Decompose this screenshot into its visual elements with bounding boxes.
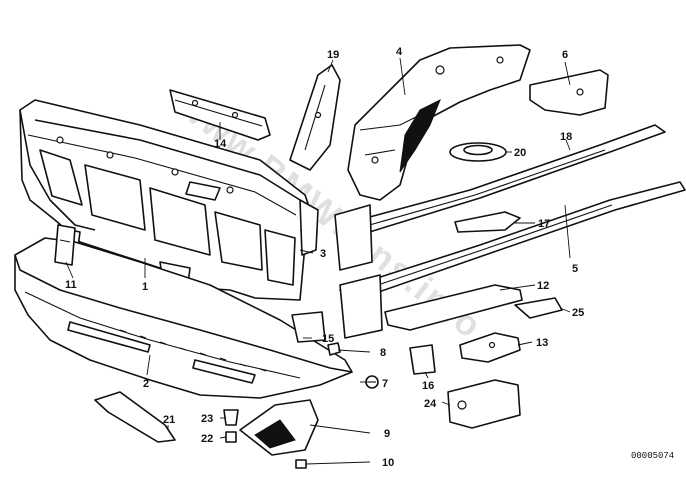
- part-clip-16: [409, 344, 436, 375]
- part-bracket-6: [529, 69, 609, 116]
- part-side-carrier: [299, 199, 319, 256]
- part-nut-8: [327, 342, 341, 356]
- callout-19: 19: [327, 49, 339, 61]
- callout-7: 7: [382, 378, 388, 390]
- callout-1: 1: [142, 281, 148, 293]
- part-support-12: [384, 284, 523, 331]
- callout-5: 5: [572, 263, 578, 275]
- part-gusset-17: [454, 211, 521, 233]
- callout-11: 11: [65, 279, 77, 291]
- callout-16: 16: [422, 380, 434, 392]
- part-strut-19: [289, 64, 341, 171]
- callout-labels: 1 2 3 4 5 6 7 8 9 10 11 12 13 14 15 16 1…: [65, 46, 584, 469]
- callout-25: 25: [572, 307, 584, 319]
- callout-12: 12: [537, 280, 549, 292]
- callout-8: 8: [380, 347, 386, 359]
- part-longitudinal-member-left: [339, 124, 666, 239]
- callout-10: 10: [382, 457, 394, 469]
- callout-24: 24: [424, 398, 437, 410]
- part-bracket-21: [94, 391, 176, 443]
- callout-20: 20: [514, 147, 526, 159]
- part-block-24: [447, 379, 521, 429]
- part-longitudinal-member-right: [334, 181, 686, 339]
- callout-14: 14: [214, 138, 227, 150]
- callout-17: 17: [538, 218, 550, 230]
- part-bracket-11: [54, 224, 76, 266]
- document-number: 00005074: [631, 451, 674, 461]
- callout-18: 18: [560, 131, 572, 143]
- callout-6: 6: [562, 49, 568, 61]
- callout-23: 23: [201, 413, 213, 425]
- callout-13: 13: [536, 337, 548, 349]
- callout-22: 22: [201, 433, 213, 445]
- leader-lines: [65, 57, 571, 465]
- part-wheel-house: [347, 44, 531, 201]
- callout-2: 2: [143, 378, 149, 390]
- part-cross-member-14: [169, 89, 271, 141]
- callout-3: 3: [320, 248, 326, 260]
- part-clip-15: [291, 311, 326, 343]
- callout-15: 15: [322, 333, 334, 345]
- callout-4: 4: [396, 46, 403, 58]
- part-grommet-20: [449, 142, 507, 162]
- part-air-duct: [239, 399, 319, 456]
- part-clip-25: [514, 297, 563, 319]
- callout-9: 9: [384, 428, 390, 440]
- part-nut-23: [223, 409, 239, 426]
- part-bolt-22: [225, 431, 237, 443]
- part-bolt-10: [295, 459, 307, 469]
- callout-21: 21: [163, 414, 175, 426]
- part-front-apron: [14, 237, 353, 399]
- part-bracket-13: [459, 332, 521, 363]
